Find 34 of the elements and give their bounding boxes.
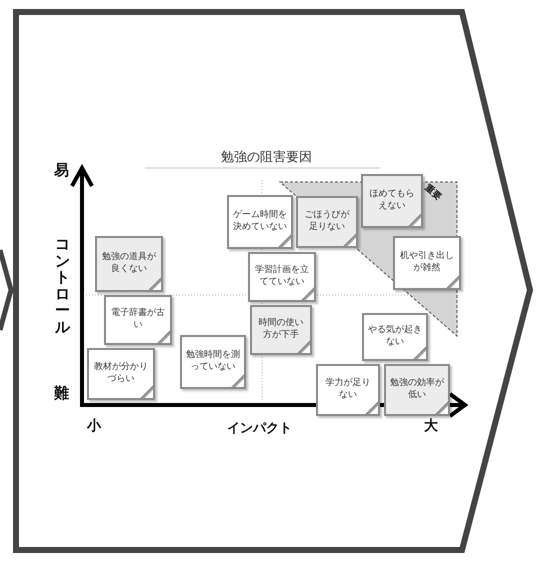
axis-title: インパクト	[227, 420, 292, 437]
note-text: 机や引き出しが雑然	[399, 251, 455, 275]
sticky-note	[316, 364, 380, 416]
note-text: 学習計画を立てていない	[254, 265, 310, 289]
note-text: ゲーム時間を決めていない	[233, 210, 287, 234]
axis-end-label: 易	[54, 161, 69, 180]
priority-label: 重要	[422, 182, 444, 204]
note-text: やる気が起きない	[368, 325, 422, 349]
axis-end-label: 難	[54, 384, 69, 403]
sticky-note	[362, 313, 428, 361]
sticky-note	[87, 348, 155, 400]
sticky-note	[384, 364, 450, 416]
axis-end-label: 大	[424, 417, 438, 435]
note-text: 勉強時間を測っていない	[186, 350, 240, 374]
note-text: 勉強の効率が低い	[390, 378, 444, 402]
note-text: 電子辞書が古い	[110, 308, 166, 332]
sticky-note	[248, 252, 316, 302]
note-text: 学力が足りない	[324, 378, 372, 402]
chart-title: 勉強の阻害要因	[221, 149, 312, 166]
sticky-note	[393, 236, 461, 290]
note-text: ごほうびが足りない	[304, 210, 350, 234]
axis-end-label: 小	[87, 417, 101, 435]
note-text: ほめてもらえない	[368, 189, 416, 213]
sticky-note	[104, 295, 172, 345]
sticky-note	[250, 305, 312, 355]
note-text: 勉強の道具が良くない	[101, 252, 157, 276]
note-text: 教材が分かりづらい	[93, 362, 149, 386]
sticky-note	[180, 335, 246, 389]
note-text: 時間の使い方が下手	[258, 318, 304, 342]
sticky-note	[361, 174, 423, 228]
axis-title: コントロール	[55, 236, 70, 335]
sticky-note	[227, 195, 293, 249]
sticky-note	[95, 236, 163, 292]
sticky-note	[296, 196, 358, 248]
